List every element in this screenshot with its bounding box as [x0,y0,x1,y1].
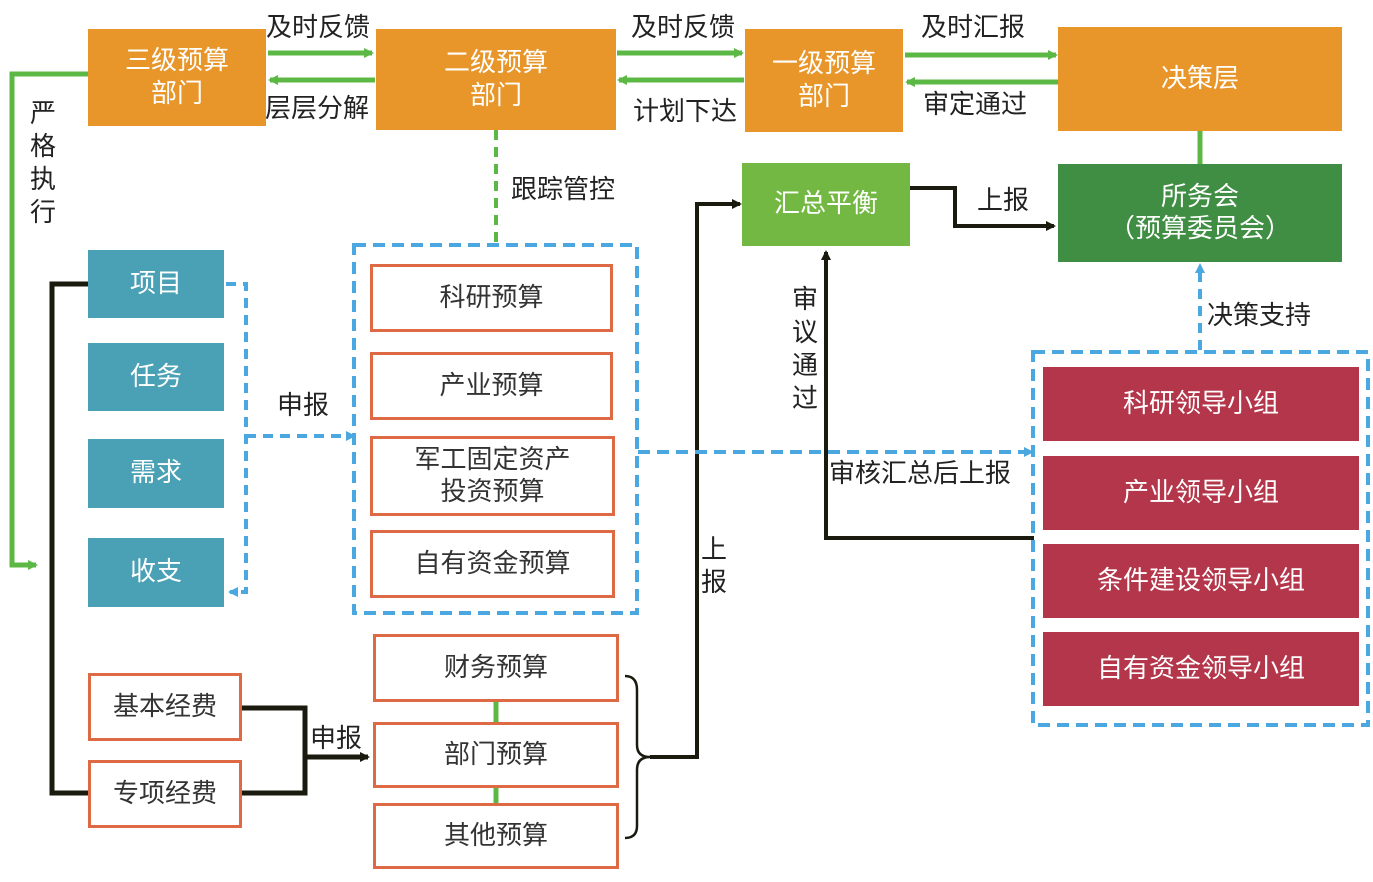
arrow-report-up-vertical [650,199,742,759]
item-demand: 需求 [88,439,224,508]
decision-layer: 决策层 [1058,27,1342,131]
label-feedback-2: 及时反馈 [631,13,736,43]
arrow-review-pass [821,250,1034,540]
label-report-up-vertical: 上报 [700,535,727,598]
fund-special: 专项经费 [88,760,242,828]
summary-balance: 汇总平衡 [742,163,910,246]
budget-group-container [352,243,639,615]
budget-industry: 产业预算 [370,352,613,420]
label-tracking: 跟踪管控 [511,175,616,205]
fund-basic: 基本经费 [88,673,242,741]
item-income-expense: 收支 [88,538,224,607]
item-project: 项目 [88,250,224,318]
group-facility-leading: 条件建设领导小组 [1043,544,1359,618]
budget-department: 部门预算 [373,722,619,788]
institute-meeting: 所务会 （预算委员会） [1058,164,1342,262]
label-decompose: 层层分解 [265,94,370,124]
label-strict-exec: 严格执行 [29,99,56,228]
line-basic-fund [242,705,308,796]
level1-budget-dept: 一级预算 部门 [745,29,903,132]
budget-finance: 财务预算 [373,634,619,702]
label-declare-1: 申报 [277,391,330,421]
arrow-report-up [910,186,1056,231]
label-review-then-report: 审核汇总后上报 [829,459,1012,489]
group-own-funds-leading: 自有资金领导小组 [1043,632,1359,706]
label-report-up: 上报 [977,186,1030,216]
label-report-timely: 及时汇报 [921,13,1026,43]
level3-budget-dept: 三级预算 部门 [88,29,266,126]
arrow-strict-exec [9,71,88,570]
label-feedback-1: 及时反馈 [266,13,371,43]
label-declare-2: 申报 [310,724,363,754]
label-review-pass: 审议通过 [791,285,818,414]
level2-budget-dept: 二级预算 部门 [376,29,616,130]
label-decision-support: 决策支持 [1207,301,1312,331]
groups-container [1031,350,1370,727]
brace-lower-budgets [624,674,651,840]
line-items-bracket [226,282,248,597]
budget-other: 其他预算 [373,803,619,869]
line-left-bracket [49,281,88,796]
group-industry-leading: 产业领导小组 [1043,456,1359,530]
budget-research: 科研预算 [370,264,613,332]
label-plan-down: 计划下达 [633,97,738,127]
label-approved: 审定通过 [923,90,1028,120]
budget-own-funds: 自有资金预算 [370,530,615,598]
item-task: 任务 [88,343,224,411]
group-research-leading: 科研领导小组 [1043,367,1359,441]
budget-military-fixed-assets: 军工固定资产 投资预算 [370,436,615,516]
